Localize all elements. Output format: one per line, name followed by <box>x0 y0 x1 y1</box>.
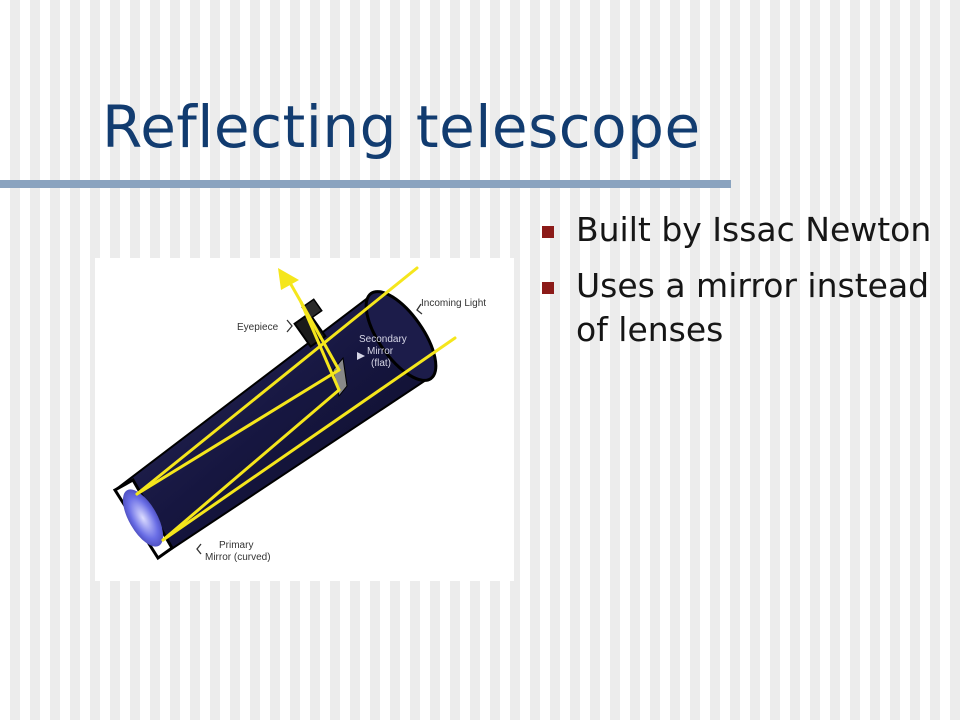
label-secondary-mirror-2: Mirror <box>367 346 394 357</box>
telescope-illustration: Incoming Light Eyepiece Secondary Mirror… <box>112 266 486 563</box>
bullet-text: Uses a mirror instead of lenses <box>576 266 930 349</box>
chevron-left-icon <box>196 543 202 555</box>
bullet-list: Built by Issac Newton Uses a mirror inst… <box>540 208 940 364</box>
pointer-icon <box>357 352 365 360</box>
label-eyepiece: Eyepiece <box>237 322 279 333</box>
square-bullet-icon <box>542 226 554 238</box>
chevron-right-icon <box>286 319 293 333</box>
primary-mirror-shape <box>122 489 164 547</box>
bullet-item: Built by Issac Newton <box>540 208 940 252</box>
telescope-tube <box>112 290 438 561</box>
label-secondary-mirror-3: (flat) <box>371 358 391 369</box>
slide-title: Reflecting telescope <box>102 93 701 161</box>
telescope-diagram: Incoming Light Eyepiece Secondary Mirror… <box>95 258 514 581</box>
label-incoming-light: Incoming Light <box>421 298 486 309</box>
label-primary-mirror-2: Mirror (curved) <box>205 552 271 563</box>
arrow-up-icon <box>278 268 299 290</box>
square-bullet-icon <box>542 282 554 294</box>
title-divider <box>0 180 731 188</box>
bullet-text: Built by Issac Newton <box>576 210 932 249</box>
bullet-item: Uses a mirror instead of lenses <box>540 264 940 352</box>
label-primary-mirror-1: Primary <box>219 540 253 551</box>
chevron-icon <box>416 303 423 315</box>
label-secondary-mirror-1: Secondary <box>359 334 407 345</box>
